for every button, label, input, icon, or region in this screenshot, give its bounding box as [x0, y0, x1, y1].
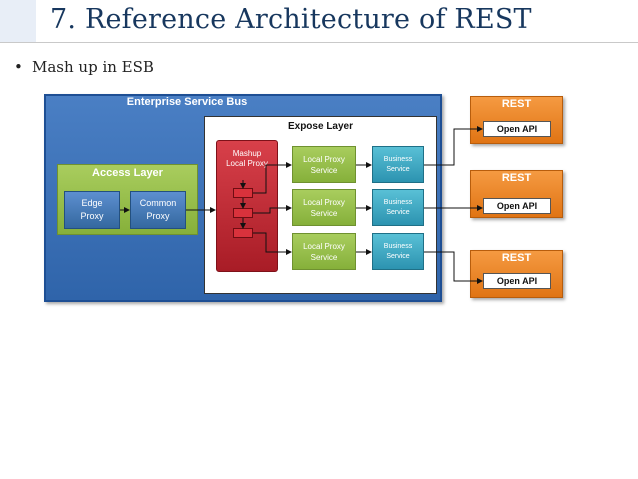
local-proxy-service-label: Local Proxy Service: [303, 154, 345, 175]
common-proxy: Common Proxy: [130, 191, 186, 229]
open-api-box: Open API: [483, 121, 551, 137]
arrow-mashup-to-proxy-3: [253, 232, 292, 255]
business-service: Business Service: [372, 189, 424, 226]
local-proxy-service-label: Local Proxy Service: [303, 197, 345, 218]
business-service: Business Service: [372, 233, 424, 270]
access-layer-label: Access Layer: [92, 167, 163, 179]
rest-panel-label: REST: [501, 172, 532, 184]
local-proxy-service: Local Proxy Service: [292, 233, 356, 270]
local-proxy-service: Local Proxy Service: [292, 146, 356, 183]
mashup-label: Mashup Local Proxy: [226, 149, 268, 168]
arrow-business-to-rest-1: [424, 126, 483, 166]
business-service-label: Business Service: [383, 242, 413, 260]
business-service-label: Business Service: [383, 198, 413, 216]
rest-panel-label: REST: [501, 252, 532, 264]
mashup-local-proxy: [216, 140, 278, 272]
bullet-item: • Mash up in ESB: [14, 58, 154, 76]
rest-panel-label: REST: [501, 98, 532, 110]
edge-proxy-label: Edge Proxy: [80, 198, 104, 221]
arrow-mashup-to-proxy-1: [253, 162, 292, 194]
local-proxy-service-label: Local Proxy Service: [303, 241, 345, 262]
local-proxy-service: Local Proxy Service: [292, 189, 356, 226]
business-service: Business Service: [372, 146, 424, 183]
esb-label: Enterprise Service Bus: [126, 96, 248, 108]
arrow-mashup-to-proxy-2: [253, 205, 292, 214]
slide-title: 7. Reference Architecture of REST: [50, 4, 532, 35]
common-proxy-label: Common Proxy: [139, 198, 177, 221]
edge-proxy: Edge Proxy: [64, 191, 120, 229]
title-accent-bar: [0, 0, 36, 42]
arrow-business-to-rest-3: [424, 251, 483, 284]
title-divider: [0, 42, 638, 43]
expose-layer-label: Expose Layer: [287, 121, 354, 132]
business-service-label: Business Service: [383, 155, 413, 173]
open-api-box: Open API: [483, 198, 551, 214]
bullet-text: Mash up in ESB: [32, 58, 154, 76]
bullet-marker: •: [14, 58, 23, 76]
open-api-box: Open API: [483, 273, 551, 289]
